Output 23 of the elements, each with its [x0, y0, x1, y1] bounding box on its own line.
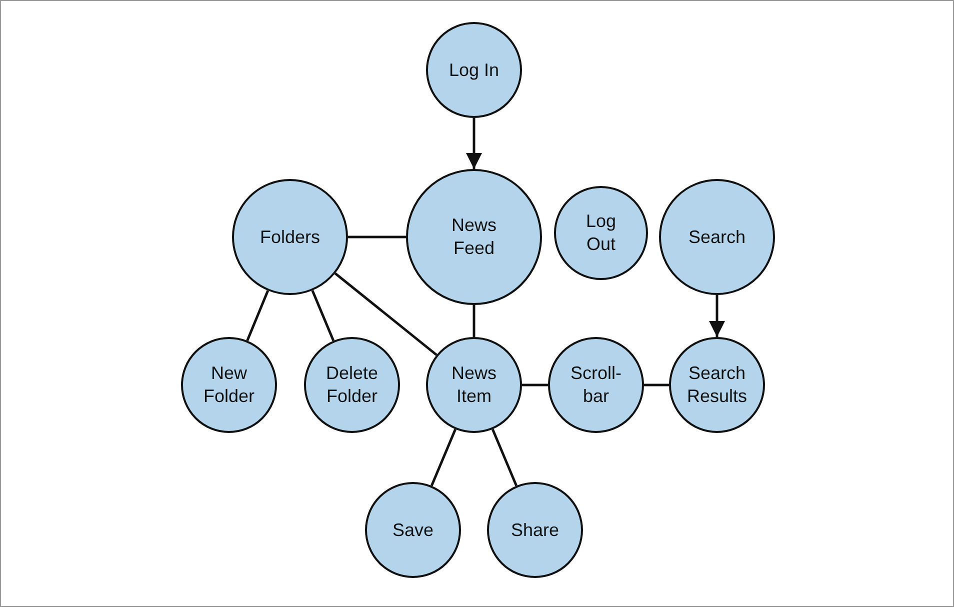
connector-line: [334, 272, 438, 356]
connector-line: [348, 236, 406, 238]
node-label: Scroll- bar: [569, 362, 622, 408]
node-label: News Item: [450, 362, 498, 408]
arrow: [709, 295, 725, 337]
connector-line: [472, 305, 476, 337]
connector-line: [246, 290, 270, 342]
node-label: News Feed: [450, 214, 498, 260]
node-label: Log Out: [584, 210, 618, 256]
connector-line: [644, 384, 669, 386]
node-label: Delete Folder: [324, 362, 380, 408]
node-label: Search Results: [686, 362, 748, 408]
connector-line: [311, 290, 335, 342]
node-label: Folders: [258, 226, 322, 248]
node-label: Search: [687, 226, 747, 248]
connector-line: [430, 428, 457, 486]
arrow: [466, 118, 482, 169]
node-label: Save: [391, 518, 435, 542]
node-label: New Folder: [202, 362, 256, 408]
node-label: Share: [510, 518, 560, 542]
connector-line: [491, 428, 518, 486]
connector-line: [522, 384, 548, 386]
node-label: Log In: [448, 58, 500, 82]
